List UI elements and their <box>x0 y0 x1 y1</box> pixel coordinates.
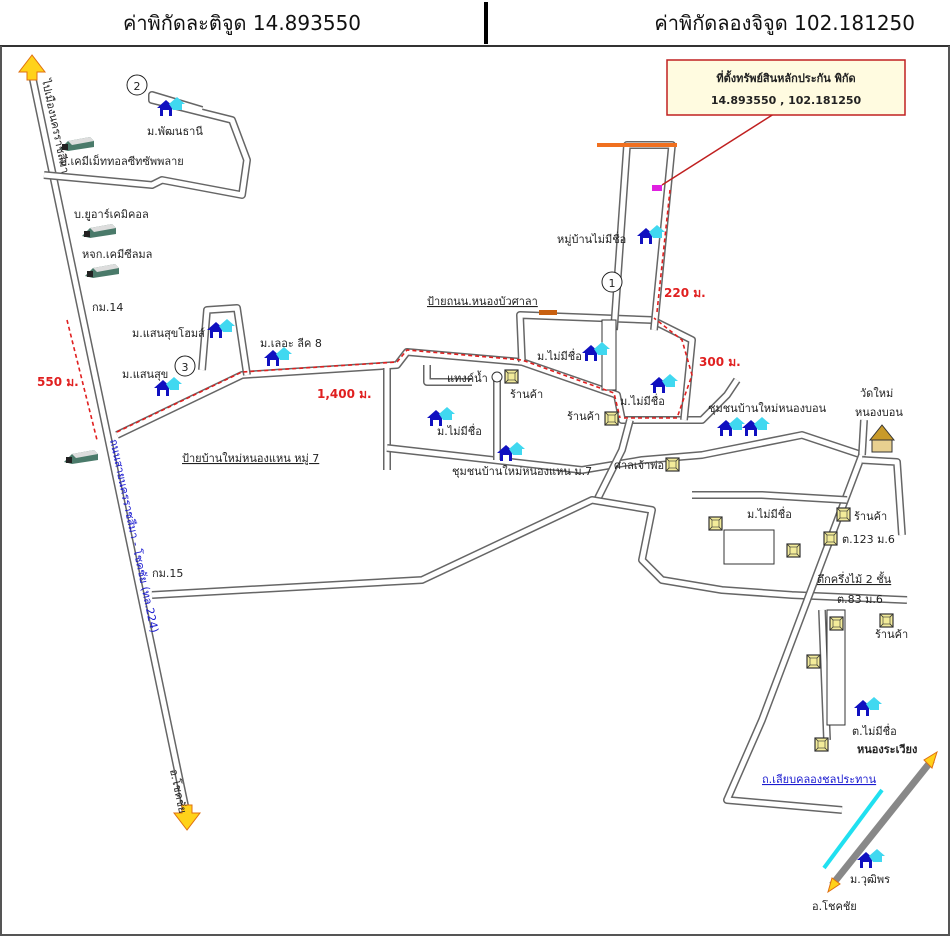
label-shop-2: ร้านค้า <box>567 410 600 423</box>
svg-text:3: 3 <box>182 361 189 374</box>
label-sign-nongbua: ป้ายถนน.หนองบัวศาลา <box>427 295 538 308</box>
shop-icon <box>836 507 851 522</box>
house-icon <box>742 417 770 436</box>
label-nameless-3: ม.ไม่มีชื่อ <box>437 423 482 438</box>
label-ur-chem: บ.ยูอาร์เคมิคอล <box>74 208 149 221</box>
label-nameless-4: ม.ไม่มีชื่อ <box>747 506 792 521</box>
house-icon <box>207 319 235 338</box>
marker-3: 3 <box>174 355 196 377</box>
shop-icon <box>879 613 894 628</box>
road-network <box>28 74 908 816</box>
label-temple-1: วัดใหม่ <box>860 387 893 400</box>
label-chem-metal: บ.เคมีเม็ททอลซีทซัพพลาย <box>60 154 184 168</box>
callout-title: ที่ตั้งทรัพย์สินหลักประกัน พิกัด <box>716 70 855 85</box>
label-saensuk: ม.แสนสุข <box>122 368 168 381</box>
north-arrow-icon <box>17 54 47 81</box>
temple-icon <box>868 424 896 453</box>
factory-icon <box>64 450 98 464</box>
highway-224 <box>28 74 191 816</box>
shop-icon <box>829 616 844 631</box>
shop-icon <box>814 737 829 752</box>
coordinate-header: ค่าพิกัดละติจูด 14.893550 ค่าพิกัดลองจิจ… <box>0 0 950 47</box>
road-label-highway: ถนนสายนครราชสีมา - โชคชัย (ทล.224) <box>107 438 162 634</box>
label-temple-2: หนองบอน <box>855 406 903 419</box>
distance-550: 550 ม. <box>37 375 79 389</box>
label-nameless-2: ม.ไม่มีชื่อ <box>620 393 665 408</box>
label-shop-4: ร้านค้า <box>875 628 908 641</box>
label-saensuk-homes: ม.แสนสุขโฮมส์ <box>132 326 205 340</box>
house-icon <box>717 417 745 436</box>
label-shrine: ศาลเจ้าพ่อ <box>614 459 664 472</box>
shop-icon <box>786 543 801 558</box>
label-nameless-1: ม.ไม่มีชื่อ <box>537 348 582 363</box>
shop-icon <box>806 654 821 669</box>
label-wood-building: ตึกครึ่งไม้ 2 ชั้น <box>817 571 892 586</box>
label-nameless-village: หมู่บ้านไม่มีชื่อ <box>557 231 626 246</box>
house-icon <box>854 697 882 716</box>
factory-icon <box>85 264 119 278</box>
label-nong-rawiang: หนองระเวียง <box>857 743 917 756</box>
marker-2: 2 <box>126 74 148 96</box>
house-icon <box>650 374 678 393</box>
arrow-chokchai-icon <box>827 877 841 894</box>
label-chokchai-bottom: อ.โชคชัย <box>812 899 857 913</box>
factory-icon <box>82 224 116 238</box>
distance-1400: 1,400 ม. <box>317 387 372 401</box>
water-tank-icon <box>491 371 503 383</box>
shop-icon <box>823 531 838 546</box>
house-icon <box>497 442 525 461</box>
longitude-label: ค่าพิกัดลองจิจูด 102.181250 <box>654 10 915 35</box>
shop-icon <box>708 516 723 531</box>
label-le-leek: ม.เลอะ ลีค 8 <box>260 337 322 350</box>
shop-icon <box>665 457 680 472</box>
distance-220: 220 ม. <box>664 286 706 300</box>
house-icon <box>427 407 455 426</box>
label-shop-3: ร้านค้า <box>854 510 887 523</box>
label-nameless-t: ต.ไม่มีชื่อ <box>852 723 897 738</box>
arrow-nongrawiang-icon <box>923 750 938 769</box>
collateral-location-marker <box>652 185 662 191</box>
label-wutthiphon: ม.วุฒิพร <box>850 873 890 886</box>
header-divider <box>484 1 488 44</box>
shop-icon <box>504 369 519 384</box>
svg-text:1: 1 <box>609 277 616 290</box>
collateral-callout: ที่ตั้งทรัพย์สินหลักประกัน พิกัด 14.8935… <box>661 59 906 186</box>
sign-icon <box>539 310 557 315</box>
svg-text:2: 2 <box>134 80 141 93</box>
label-house-83: ต.83 ม.6 <box>837 593 883 606</box>
marker-1: 1 <box>601 271 623 293</box>
location-map: ที่ตั้งทรัพย์สินหลักประกัน พิกัด 14.8935… <box>17 54 938 913</box>
label-house-123: ต.123 ม.6 <box>842 533 895 546</box>
latitude-label: ค่าพิกัดละติจูด 14.893550 <box>122 10 362 35</box>
road-label-canal: ถ.เลียบคลองชลประทาน <box>762 773 877 786</box>
label-community-nongbon: ชุมชนบ้านใหม่หนองบอน <box>708 402 827 415</box>
label-shop-1: ร้านค้า <box>510 388 543 401</box>
road-label-chokchai: อ.โชคชัย <box>167 768 190 815</box>
south-arrow-icon <box>172 804 202 831</box>
label-phatthana: ม.พัฒนธานี <box>147 125 203 138</box>
label-km14: กม.14 <box>92 301 123 314</box>
label-community-m7: ชุมชนบ้านใหม่หนองแหน ม.7 <box>452 465 592 478</box>
distance-300: 300 ม. <box>699 355 741 369</box>
map-frame: ที่ตั้งทรัพย์สินหลักประกัน พิกัด 14.8935… <box>0 46 950 936</box>
callout-coordinates: 14.893550 , 102.181250 <box>711 94 862 107</box>
route-lines <box>66 189 693 441</box>
label-sign-m7: ป้ายบ้านใหม่หนองแหน หมู่ 7 <box>182 452 319 465</box>
label-water-tank: แทงค์น้ำ <box>447 370 488 385</box>
label-chem-seal: หจก.เคมีซีลมล <box>82 248 152 261</box>
label-km15: กม.15 <box>152 567 183 580</box>
shop-icon <box>604 411 619 426</box>
